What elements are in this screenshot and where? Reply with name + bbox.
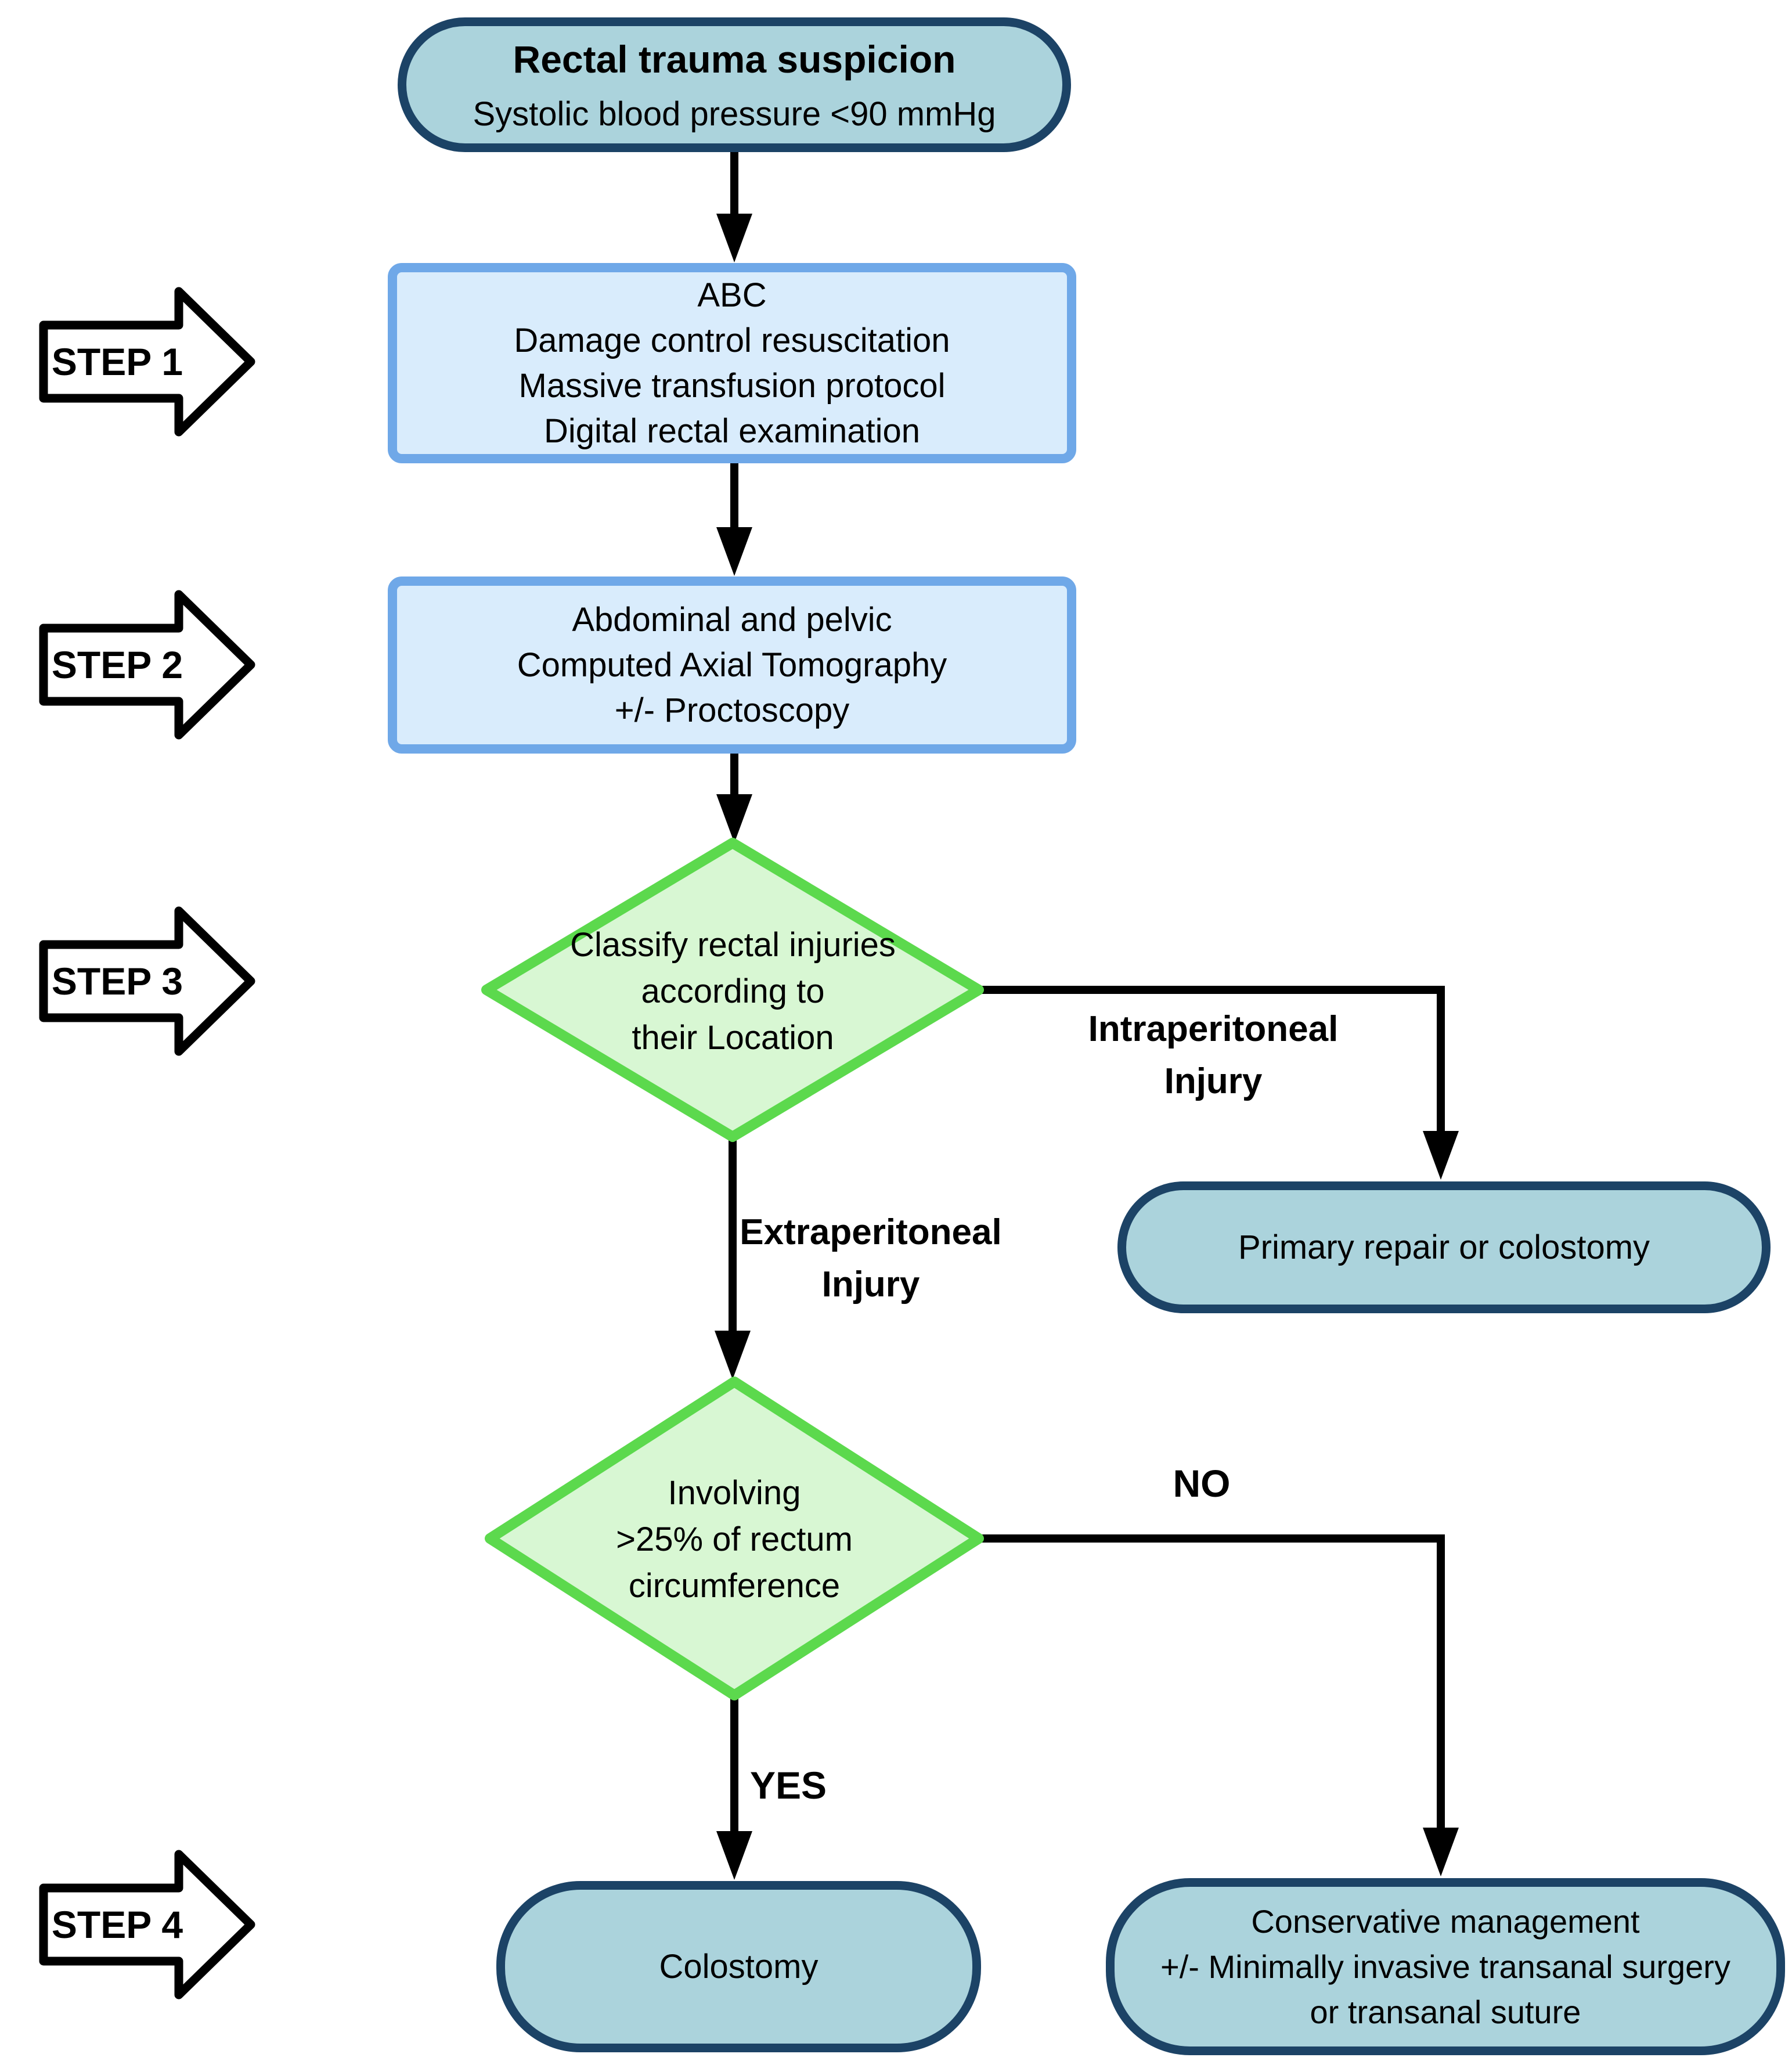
imaging-box: Abdominal and pelvic Computed Axial Tomo… xyxy=(388,576,1076,754)
step2-label: STEP 2 xyxy=(51,643,183,686)
intraperitoneal-label: Intraperitoneal Injury xyxy=(1088,1009,1339,1101)
step3-label: STEP 3 xyxy=(51,960,183,1003)
step3-arrow-shape xyxy=(39,906,255,1056)
yes-label: YES xyxy=(750,1764,827,1807)
no-label: NO xyxy=(1173,1462,1231,1505)
extraperitoneal-label: Extraperitoneal Injury xyxy=(740,1212,1002,1305)
step1-label: STEP 1 xyxy=(51,340,183,383)
connector-resuscitation-to-imaging xyxy=(716,463,752,576)
start-node-title: Rectal trauma suspicion xyxy=(513,38,956,81)
connector-yes-branch xyxy=(716,1695,752,1880)
connector-no-branch xyxy=(979,1534,1459,1876)
involvement-diamond-text: Involving >25% of rectum circumference xyxy=(616,1474,853,1605)
conservative-node: Conservative management +/- Minimally in… xyxy=(1106,1878,1785,2055)
connector-intraperitoneal-branch xyxy=(979,986,1459,1180)
classify-diamond-text: Classify rectal injuries according to th… xyxy=(570,926,896,1057)
step1-arrow-shape xyxy=(39,287,255,437)
classify-diamond-shape xyxy=(481,838,984,1142)
start-node-subtitle: Systolic blood pressure <90 mmHg xyxy=(473,95,996,133)
step4-label: STEP 4 xyxy=(51,1903,183,1946)
start-node: Rectal trauma suspicion Systolic blood p… xyxy=(398,17,1071,152)
step2-arrow-shape xyxy=(39,590,255,740)
colostomy-node: Colostomy xyxy=(496,1881,981,2052)
primary-repair-node: Primary repair or colostomy xyxy=(1117,1181,1771,1313)
involvement-diamond-shape xyxy=(485,1377,984,1700)
connector-start-to-resuscitation xyxy=(716,152,752,262)
connector-extraperitoneal-branch xyxy=(715,1137,751,1379)
connector-imaging-to-classify xyxy=(716,754,752,843)
step4-arrow-shape xyxy=(39,1850,255,1999)
resuscitation-box: ABC Damage control resuscitation Massive… xyxy=(388,263,1076,463)
